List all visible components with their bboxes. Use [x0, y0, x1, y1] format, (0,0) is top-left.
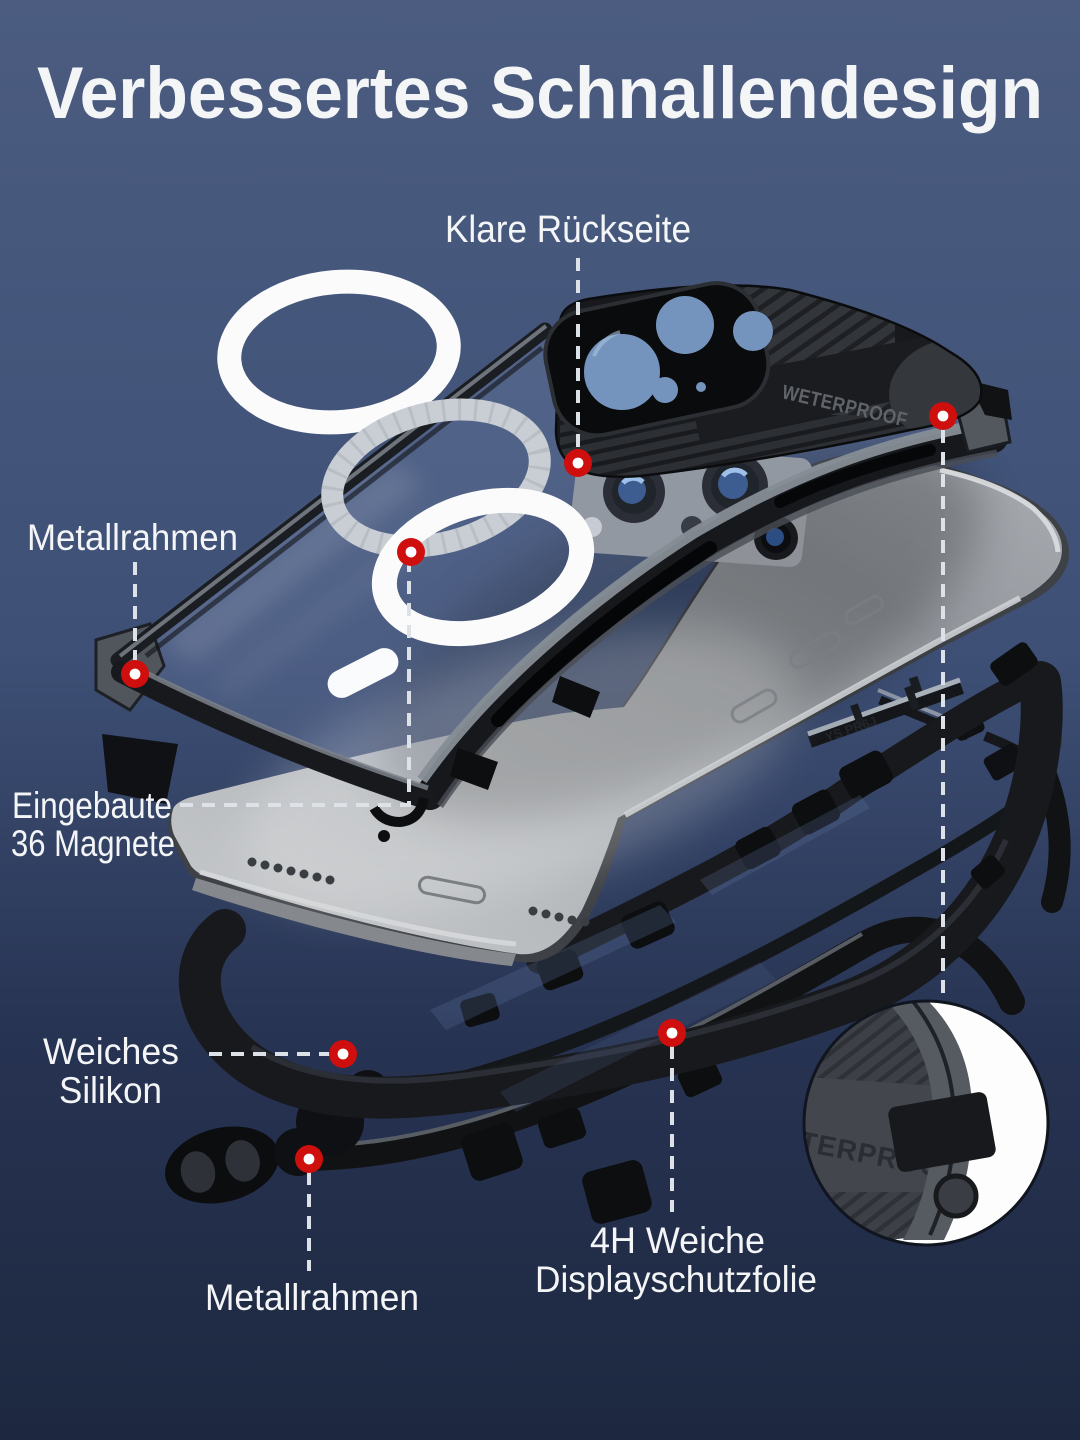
svg-text:Metallrahmen: Metallrahmen — [27, 517, 238, 558]
svg-text:Silikon: Silikon — [59, 1070, 162, 1111]
svg-text:Weiches: Weiches — [43, 1031, 179, 1072]
svg-text:Verbessertes Schnallendesign: Verbessertes Schnallendesign — [37, 53, 1043, 134]
svg-text:36 Magnete: 36 Magnete — [11, 823, 175, 864]
svg-text:Eingebaute: Eingebaute — [12, 785, 172, 826]
svg-text:Displayschutzfolie: Displayschutzfolie — [535, 1259, 817, 1300]
svg-text:Metallrahmen: Metallrahmen — [205, 1277, 419, 1318]
svg-text:4H Weiche: 4H Weiche — [590, 1220, 765, 1261]
svg-text:Klare Rückseite: Klare Rückseite — [445, 209, 691, 251]
